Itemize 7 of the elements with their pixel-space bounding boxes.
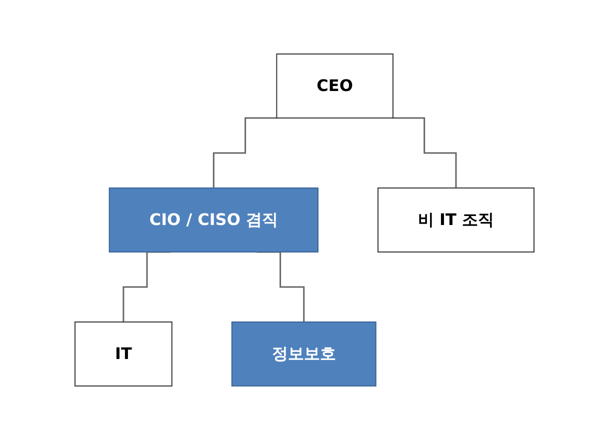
node-box: CEO	[276, 54, 394, 118]
node-box: IT	[74, 322, 172, 386]
connector	[212, 117, 277, 189]
node-box: CIO / CISO 겸직	[108, 188, 318, 252]
node-box: 정보보호	[231, 322, 376, 386]
node-box: 비 IT 조직	[377, 188, 534, 252]
connector	[392, 117, 457, 189]
